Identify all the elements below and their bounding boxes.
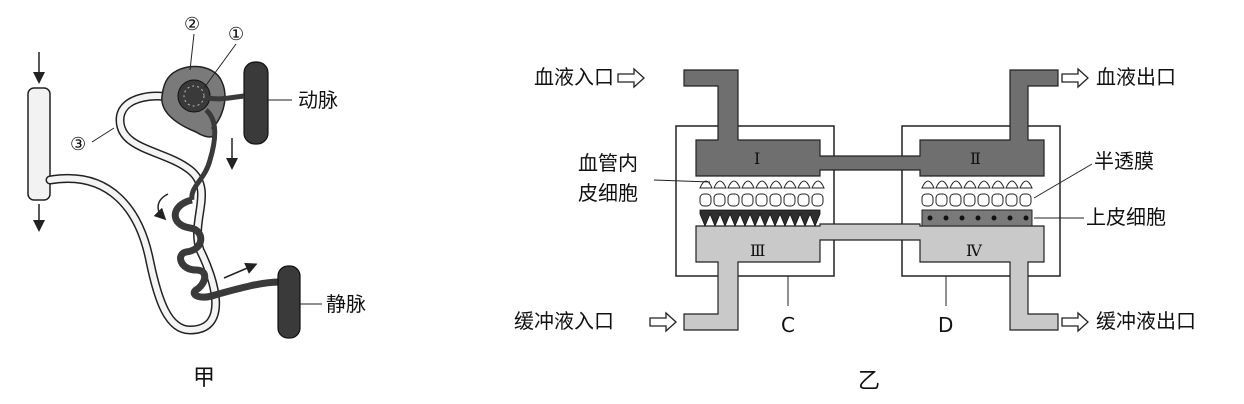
dialysis-device-figure: Ⅰ Ⅱ Ⅲ Ⅳ C D 血液入口 血液出口 缓冲液入口 缓冲液出口 血管内 皮细… [514,65,1196,394]
blood-outlet-label: 血液出口 [1096,65,1176,89]
unit-c-label: C [781,313,795,337]
blood-inlet-arrow [617,67,645,89]
renal-tubule-lumen [47,93,219,334]
membrane-pores-c [699,193,824,207]
artery [243,61,269,145]
semipermeable-leader [1033,163,1093,199]
peritubular-capillary [171,196,281,301]
marker-1-leader [203,43,237,89]
marker-3: ③ [70,134,86,155]
blood-channel [683,69,1059,177]
buffer-inlet-label: 缓冲液入口 [514,309,614,333]
nephron-figure: ② ① ③ 动脉 静脉 甲 [27,14,366,391]
capillary-arrow-curve [153,193,169,221]
chamber-4: Ⅳ [966,241,983,260]
marker-1: ① [228,24,244,45]
afferent-arteriole [207,93,245,102]
efferent-arteriole [189,108,218,201]
glomerulus [177,79,211,113]
blood-inlet-label: 血液入口 [534,65,614,89]
microvilli-c [699,209,821,228]
marker-2: ② [184,14,200,35]
vein [277,265,301,339]
endothelial-cells-c [699,180,825,189]
blood-flow-arrow-2 [223,262,258,279]
semipermeable-label: 半透膜 [1094,149,1154,173]
caption-right: 乙 [858,369,880,394]
endothelial-leader [653,179,711,183]
endothelial-label-line1: 血管内 [578,151,638,175]
buffer-inlet-arrow [649,311,677,333]
epithelial-cells-d [921,209,1033,227]
buffer-outlet-arrow [1061,311,1089,333]
marker-2-leader [189,33,195,71]
chamber-3: Ⅲ [750,241,765,260]
glomerulus-dots [183,85,205,107]
buffer-outlet-label: 缓冲液出口 [1096,309,1196,333]
blood-outlet-arrow [1061,67,1089,89]
endothelial-cells-d [921,180,1033,189]
membrane-pores-d [921,193,1032,207]
unit-d-label: D [938,313,953,337]
buffer-channel [683,223,1059,331]
chamber-1: Ⅰ [754,149,760,168]
marker-3-leader [91,127,115,143]
chamber-2: Ⅱ [970,149,981,168]
artery-label: 动脉 [298,88,338,112]
collecting-duct [27,87,51,201]
vein-label: 静脉 [326,292,366,316]
endothelial-label-line2: 皮细胞 [578,181,638,205]
epithelial-label: 上皮细胞 [1086,205,1166,229]
caption-left: 甲 [193,366,215,391]
